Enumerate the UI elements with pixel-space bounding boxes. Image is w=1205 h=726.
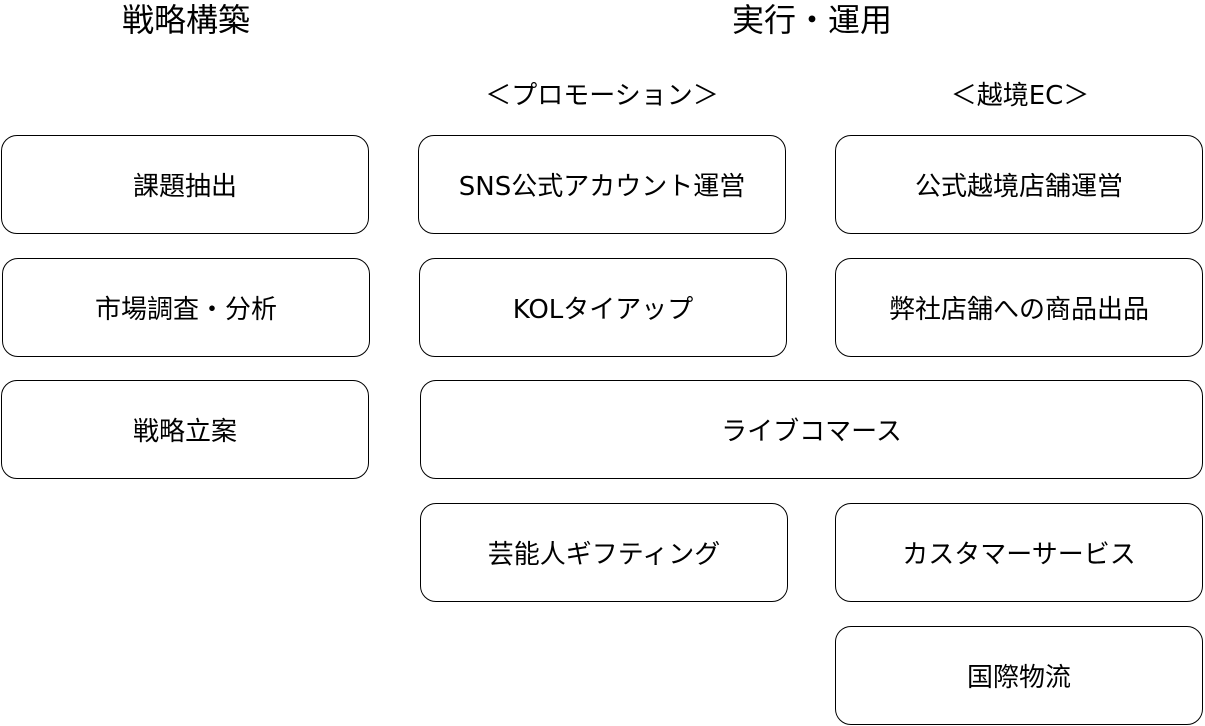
promotion-subheading: ＜プロモーション＞ bbox=[485, 81, 719, 111]
execution-heading: 実行・運用 bbox=[731, 1, 892, 39]
issue-extraction-box: 課題抽出 bbox=[1, 135, 369, 234]
official-store-box: 公式越境店舗運営 bbox=[835, 135, 1203, 234]
cross-border-ec-subheading: ＜越境EC＞ bbox=[950, 81, 1090, 111]
kol-tieup-box: KOLタイアップ bbox=[419, 258, 787, 357]
market-research-box: 市場調査・分析 bbox=[2, 258, 370, 357]
customer-service-box: カスタマーサービス bbox=[835, 503, 1203, 602]
sns-account-box: SNS公式アカウント運営 bbox=[418, 135, 786, 234]
strategy-planning-box: 戦略立案 bbox=[1, 380, 369, 479]
live-commerce-box: ライブコマース bbox=[420, 380, 1203, 479]
product-listing-box: 弊社店舗への商品出品 bbox=[835, 258, 1203, 357]
strategy-heading: 戦略構築 bbox=[121, 1, 250, 39]
celebrity-gifting-box: 芸能人ギフティング bbox=[420, 503, 788, 602]
international-logistics-box: 国際物流 bbox=[835, 626, 1203, 725]
